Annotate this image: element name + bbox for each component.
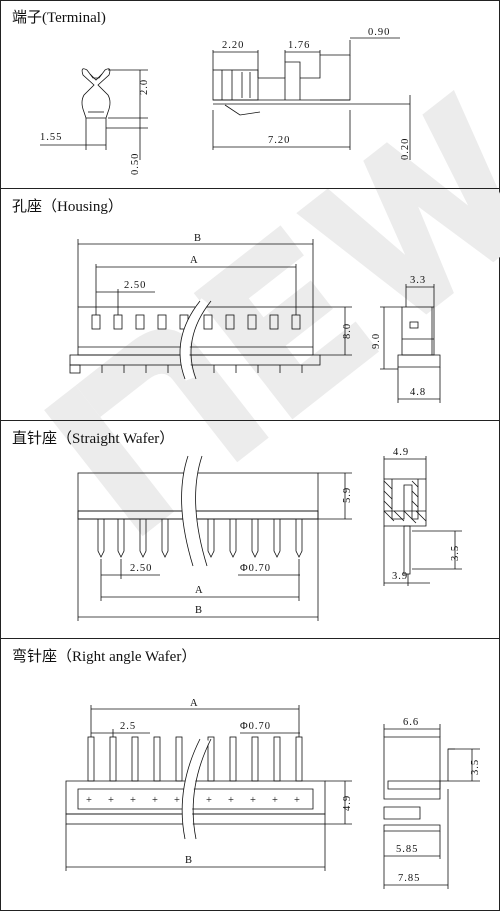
section-straight-wafer: 直针座（Straight Wafer） 5.9 2.50 (0, 421, 500, 639)
svg-text:+: + (272, 795, 279, 806)
section-title: 弯针座（Right angle Wafer） (12, 649, 197, 665)
svg-text:+: + (108, 795, 115, 806)
svg-text:+: + (250, 795, 257, 806)
dim-label: 2.50 (124, 280, 146, 291)
section-title: 端子(Terminal) (12, 10, 106, 26)
dim-label: 1.76 (288, 40, 310, 51)
dim-label: 2.20 (222, 40, 244, 51)
section-housing: 孔座（Housing） (0, 189, 500, 421)
section-terminal: 端子(Terminal) 2.0 1.55 0.50 (0, 0, 500, 189)
dim-label: 2.50 (130, 563, 152, 574)
svg-text:+: + (228, 795, 235, 806)
section-title: 孔座（Housing） (12, 199, 123, 215)
dim-label: Φ0.70 (240, 563, 271, 574)
terminal-drawing: 2.0 1.55 0.50 2.20 (40, 27, 411, 175)
dim-label: A (190, 255, 199, 266)
dim-label: 0.90 (368, 27, 390, 38)
pin-marks: + + + + + + + + + + (86, 795, 301, 806)
dim-label: 1.55 (40, 132, 62, 143)
dim-label: B (194, 233, 202, 244)
dim-label: A (190, 698, 199, 709)
svg-text:+: + (130, 795, 137, 806)
dim-label: 2.0 (139, 79, 150, 95)
dim-label: B (195, 605, 203, 616)
dim-label: 5.85 (396, 844, 418, 855)
svg-text:+: + (294, 795, 301, 806)
dim-label: 6.6 (403, 717, 419, 728)
dim-label: 4.8 (410, 387, 426, 398)
dim-label: Φ0.70 (240, 721, 271, 732)
dim-label: B (185, 855, 193, 866)
dim-label: 3.9 (392, 571, 408, 582)
right-angle-pins (87, 736, 303, 782)
straight-side-view (383, 478, 427, 575)
svg-text:+: + (152, 795, 159, 806)
section-title: 直针座（Straight Wafer） (12, 431, 175, 447)
svg-text:+: + (206, 795, 213, 806)
dim-label: 7.20 (268, 135, 290, 146)
dim-label: 9.0 (371, 333, 382, 349)
svg-text:+: + (174, 795, 181, 806)
terminal-side-view (212, 40, 410, 116)
housing-drawing: B A 2.50 8.0 3.3 9.0 4.8 (69, 233, 441, 403)
dim-label: 2.5 (120, 721, 136, 732)
housing-pins (101, 365, 303, 373)
dim-label: 7.85 (398, 873, 420, 884)
housing-side-view (397, 306, 441, 368)
dim-label: 0.20 (400, 138, 411, 160)
dim-label: 3.5 (470, 759, 481, 775)
terminal-cross-section (81, 68, 111, 119)
right-angle-side-view (383, 736, 455, 832)
right-angle-wafer-drawing: + + + + + + + + + + A 2.5 Φ0.70 4.9 (65, 698, 481, 889)
dim-label: 8.0 (342, 323, 353, 339)
straight-pins (97, 519, 303, 558)
section-right-angle-wafer: 弯针座（Right angle Wafer） + + + + + + + + (0, 639, 500, 911)
dim-label: 0.50 (130, 153, 141, 175)
straight-wafer-drawing: 5.9 2.50 Φ0.70 A B 4.9 3.5 (77, 447, 462, 621)
dim-label: 4.9 (342, 795, 353, 811)
svg-text:+: + (86, 795, 93, 806)
dim-label: 5.9 (342, 487, 353, 503)
dim-label: A (195, 585, 204, 596)
dim-label: 4.9 (393, 447, 409, 458)
dim-label: 3.3 (410, 275, 426, 286)
dim-label: 3.5 (450, 545, 461, 561)
